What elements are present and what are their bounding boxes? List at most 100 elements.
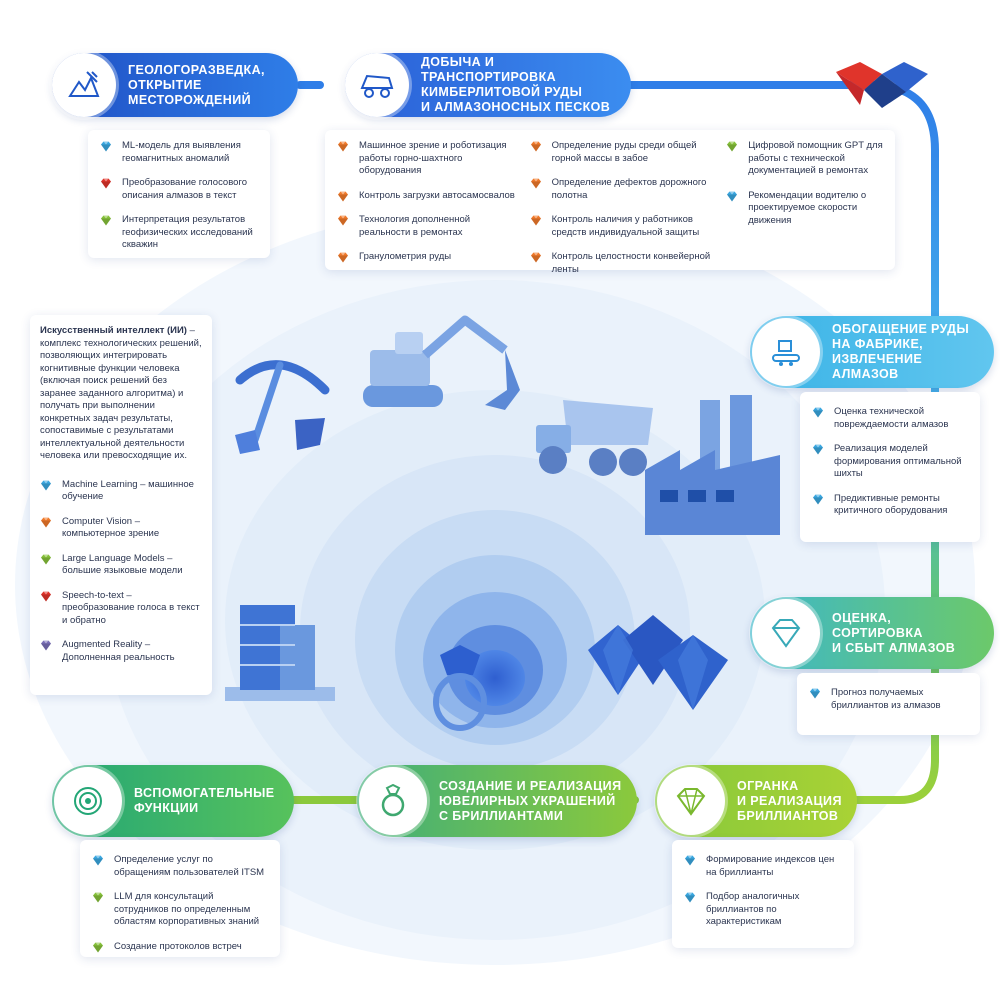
list-item: Контроль целостности конвейерной ленты — [530, 251, 715, 276]
conveyor-icon — [752, 318, 820, 386]
list-item: Реализация моделей формирования оптималь… — [812, 443, 968, 481]
list-item: Augmented Reality – Дополненная реальнос… — [40, 639, 202, 664]
sorting-card: Прогноз получаемых бриллиантов из алмазо… — [797, 673, 980, 735]
stage-title: Геологоразведка, открытие месторождений — [128, 62, 265, 107]
stage-title: Огранка и реализация бриллиантов — [737, 778, 842, 823]
excavator-illustration — [363, 315, 520, 410]
diamonds-illustration — [588, 615, 728, 710]
list-item-text: Определение дефектов дорожного полотна — [551, 177, 707, 201]
list-item-text: Определение услуг по обращениям пользова… — [114, 854, 265, 878]
diamond-llm-icon — [40, 554, 52, 565]
list-item-text: Machine Learning – машинное обучение — [62, 478, 194, 503]
diamond-cv-icon — [530, 252, 542, 263]
stage-cutting[interactable]: Огранка и реализация бриллиантов — [655, 765, 857, 837]
diamond-outline-icon — [752, 599, 820, 667]
diamond-ml-icon — [92, 855, 104, 866]
diamond-cv-icon — [530, 141, 542, 152]
list-item-text: Преобразование голосового описания алмаз… — [122, 177, 247, 201]
diamond-ml-icon — [684, 892, 696, 903]
diamond-ml-icon — [684, 855, 696, 866]
ai-definition-term: Искусственный интеллект (ИИ) — [40, 325, 187, 336]
list-item: Контроль загрузки автосамосвалов — [337, 190, 518, 203]
list-item-text: Определение руды среди общей горной масс… — [551, 140, 697, 164]
stage-title: Создание и реализация ювелирных украшени… — [439, 778, 622, 823]
list-item-text: Предиктивные ремонты критичного оборудов… — [834, 492, 948, 517]
list-item: Предиктивные ремонты критичного оборудов… — [812, 493, 968, 518]
dump-truck-icon — [345, 53, 409, 117]
diamond-cv-icon — [337, 252, 349, 263]
list-item-text: LLM для консультаций сотрудников по опре… — [114, 891, 260, 927]
mining-card: Машинное зрение и роботизация работы гор… — [325, 130, 895, 275]
diamond-ml-icon — [812, 444, 824, 455]
support-card: Определение услуг по обращениям пользова… — [80, 840, 280, 957]
stage-title: Оценка, сортировка и сбыт алмазов — [832, 610, 956, 655]
list-item: LLM для консультаций сотрудников по опре… — [92, 891, 268, 929]
diamond-speech-icon — [40, 591, 52, 602]
list-item: Контроль наличия у работников средств ин… — [530, 214, 715, 239]
list-item: Подбор аналогичных бриллиантов по характ… — [684, 891, 842, 929]
list-item: Рекомендации водителю о проектируемое ск… — [726, 190, 883, 228]
diamond-cv-icon — [40, 517, 52, 528]
stage-sorting[interactable]: Оценка, сортировка и сбыт алмазов — [750, 597, 994, 669]
target-icon — [54, 767, 122, 835]
list-item: Определение дефектов дорожного полотна — [530, 177, 715, 202]
list-item-text: Подбор аналогичных бриллиантов по характ… — [706, 891, 800, 927]
diamond-cv-icon — [337, 141, 349, 152]
list-item-text: Формирование индексов цен на бриллианты — [706, 854, 835, 878]
geology-card: ML-модель для выявления геомагнитных ано… — [88, 130, 270, 258]
list-item: Large Language Models – большие языковые… — [40, 553, 202, 578]
ai-definition-text: – комплекс технологических решений, позв… — [40, 325, 202, 461]
list-item-text: Технология дополненной реальности в ремо… — [359, 214, 471, 238]
list-item-text: Цифровой помощник GPT для работы с техни… — [748, 140, 883, 176]
logo-icon — [836, 62, 928, 108]
list-item: Формирование индексов цен на бриллианты — [684, 854, 842, 879]
list-item-text: Прогноз получаемых бриллиантов из алмазо… — [831, 687, 941, 711]
stage-processing[interactable]: Обогащение руды на фабрике, извлечение а… — [750, 316, 994, 388]
list-item-text: Интерпретация результатов геофизических … — [122, 214, 253, 250]
diamond-llm-icon — [92, 942, 104, 953]
diamond-ml-icon — [726, 191, 738, 202]
stage-title: Обогащение руды на фабрике, извлечение а… — [832, 322, 970, 381]
stage-mining[interactable]: Добыча и транспортировка кимберлитовой р… — [345, 53, 631, 117]
geology-icon — [52, 53, 116, 117]
office-building-illustration — [225, 605, 335, 701]
diamond-cv-icon — [337, 215, 349, 226]
list-item: Машинное зрение и роботизация работы гор… — [337, 140, 518, 178]
diamond-speech-icon — [100, 178, 112, 189]
diamond-ml-icon — [809, 688, 821, 699]
diamond-cv-icon — [530, 178, 542, 189]
list-item-text: Контроль наличия у работников средств ин… — [551, 214, 700, 238]
list-item-text: Контроль целостности конвейерной ленты — [551, 251, 711, 275]
list-item: Определение руды среди общей горной масс… — [530, 140, 715, 165]
processing-card: Оценка технической повреждаемости алмазо… — [800, 392, 980, 542]
stage-jewelry[interactable]: Создание и реализация ювелирных украшени… — [357, 765, 637, 837]
factory-illustration — [645, 395, 780, 535]
list-item: ML-модель для выявления геомагнитных ано… — [100, 140, 258, 165]
ai-definition-card: Искусственный интеллект (ИИ) – комплекс … — [30, 315, 212, 695]
list-item: Создание протоколов встреч — [92, 941, 268, 954]
list-item: Computer Vision – компьютерное зрение — [40, 516, 202, 541]
list-item-text: Гранулометрия руды — [359, 251, 452, 262]
ai-definition: Искусственный интеллект (ИИ) – комплекс … — [40, 325, 202, 463]
list-item-text: ML-модель для выявления геомагнитных ано… — [122, 140, 241, 164]
cut-diamond-icon — [657, 767, 725, 835]
list-item-text: Speech-to-text – преобразование голоса в… — [62, 589, 200, 626]
stage-support[interactable]: Вспомогательные функции — [52, 765, 294, 837]
diamond-llm-icon — [726, 141, 738, 152]
list-item-text: Контроль загрузки автосамосвалов — [359, 189, 515, 201]
diamond-ml-icon — [100, 141, 112, 152]
diamond-ar-icon — [40, 640, 52, 651]
list-item: Speech-to-text – преобразование голоса в… — [40, 590, 202, 628]
ring-illustration — [433, 645, 487, 731]
stage-title: Вспомогательные функции — [134, 786, 275, 815]
diamond-cv-icon — [530, 215, 542, 226]
list-item-text: Реализация моделей формирования оптималь… — [834, 443, 962, 479]
stage-geology[interactable]: Геологоразведка, открытие месторождений — [52, 53, 298, 117]
list-item-text: Создание протоколов встреч — [114, 940, 242, 952]
diamond-llm-icon — [92, 892, 104, 903]
list-item: Цифровой помощник GPT для работы с техни… — [726, 140, 883, 178]
diamond-cv-icon — [337, 191, 349, 202]
list-item-text: Оценка технической повреждаемости алмазо… — [834, 406, 949, 430]
